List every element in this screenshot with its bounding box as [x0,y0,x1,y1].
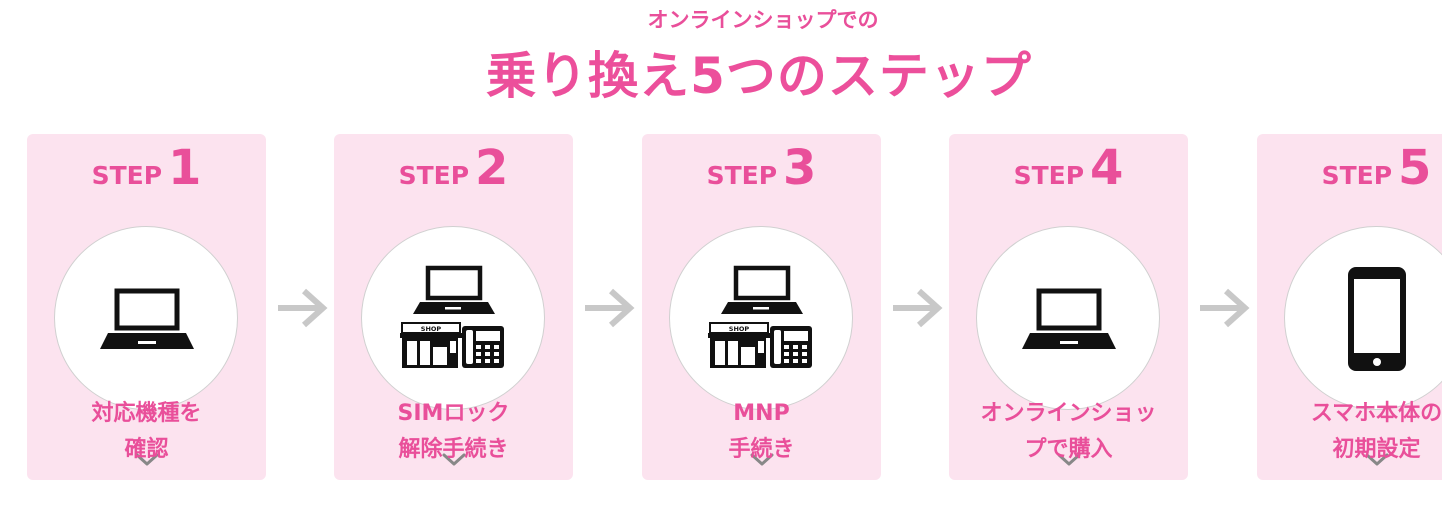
step-word: STEP [91,161,163,190]
step-number: 4 [1090,140,1124,196]
step-label: 対応機種を 確認 [27,396,266,468]
arrow-right-icon [581,288,635,328]
page-title: 乗り換え5つのステップ [486,47,1032,105]
shop-sign-text: SHOP [421,325,442,333]
page-subtitle: オンラインショップでの [647,8,879,32]
step-word: STEP [1013,161,1085,190]
step-icon-circle [1284,226,1442,466]
laptop-shop-phone-icon: SHOP [707,227,813,369]
step-label: オンラインショッ プで購入 [949,396,1188,468]
step-icon-circle: SHOP [361,226,545,466]
step-label-line1: 対応機種を [91,401,202,426]
step-label-line1: スマホ本体の [1310,401,1442,426]
step-label-line1: オンラインショッ [980,401,1157,426]
step-label: MNP 手続き [642,396,881,468]
step-number: 1 [168,140,202,196]
step-label-line1: MNP [733,401,790,426]
shop-sign-text: SHOP [729,325,750,333]
arrow-right-icon [274,288,328,328]
step-label-line1: SIMロック [397,401,510,426]
step-label-line2: 解除手続き [398,437,509,462]
step-word: STEP [398,161,470,190]
smartphone-icon [1348,267,1406,371]
step-label-line2: 手続き [728,437,795,462]
laptop-shop-phone-icon: SHOP [399,227,505,369]
step-number: 3 [783,140,817,196]
step-icon-circle: SHOP [669,226,853,466]
step-label-line2: 確認 [124,437,169,462]
arrow-right-icon [889,288,943,328]
step-icon-circle [976,226,1161,466]
laptop-icon [977,227,1161,411]
step-word: STEP [1321,161,1393,190]
step-icon-circle [54,226,239,466]
step-label: スマホ本体の 初期設定 [1257,396,1442,468]
step-word: STEP [706,161,778,190]
step-label-line2: 初期設定 [1332,437,1421,462]
step-label-line2: プで購入 [1024,437,1113,462]
laptop-icon [55,227,239,411]
step-number: 2 [475,140,509,196]
step-number: 5 [1398,140,1432,196]
arrow-right-icon [1196,288,1250,328]
step-label: SIMロック 解除手続き [334,396,573,468]
